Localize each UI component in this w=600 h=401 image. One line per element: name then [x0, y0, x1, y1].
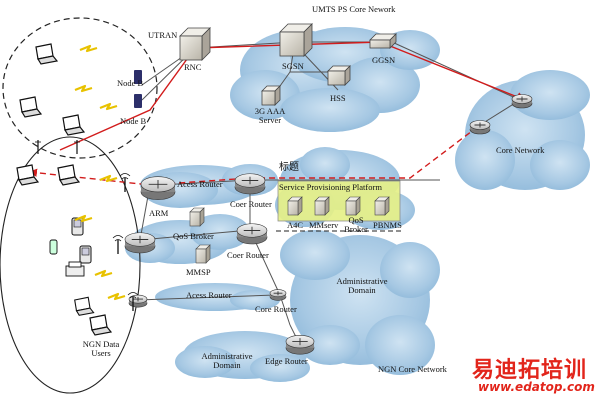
laptop-icon-4: [16, 164, 40, 186]
administrative-domain-label-2: Administrative Domain: [201, 351, 253, 370]
lightning-icon-7: [107, 292, 126, 301]
qos-broker-box-icon: [189, 207, 205, 227]
side-servers: [189, 207, 211, 264]
rnc-box-icon: [179, 27, 211, 61]
red-path-utran: [59, 47, 196, 151]
antenna-icon-3: [127, 292, 139, 311]
ggsn-label: GGSN: [372, 55, 396, 65]
qos-broker-label-1: QoS Broker: [173, 231, 214, 241]
utran-label: UTRAN: [148, 30, 178, 40]
lightning-icon-4: [74, 214, 93, 223]
rnc-label: RNC: [184, 62, 202, 72]
mmserv-server-icon: [314, 196, 330, 216]
router-arm-icon: [140, 176, 176, 200]
pbnms-server-icon: [374, 196, 390, 216]
utran-antenna-icon-2: [74, 140, 80, 154]
a4c-label: A4C: [287, 220, 304, 230]
laptop-icon-1: [35, 43, 59, 65]
aaa-server-label: 3G AAA Server: [254, 106, 286, 125]
router-coer-1-icon: [234, 173, 266, 195]
lightning-icon-1: [79, 44, 98, 53]
router-coer-2-icon: [236, 223, 268, 245]
laptop-icon-6: [89, 314, 113, 336]
title-tag-label: 标题: [279, 162, 299, 173]
coer-router-label-1: Coer Router: [230, 199, 272, 209]
printer-icon: [65, 261, 85, 277]
router-edge-icon: [285, 335, 315, 355]
acess-router-label-1: Acess Router: [177, 179, 223, 189]
core-router-label: Core Router: [255, 304, 297, 314]
phone-icon: [49, 239, 58, 255]
node-b-label-1: Node B: [117, 78, 144, 88]
antenna-icon-1: [119, 173, 131, 192]
sgsn-box-icon: [279, 23, 313, 57]
lightning-icon-6: [94, 269, 113, 278]
router-core-icon: [269, 289, 287, 301]
arm-label: ARM: [149, 208, 169, 218]
ggsn-switch-icon: [369, 33, 397, 49]
qos-broker-server-icon: [345, 196, 361, 216]
laptop-icon-3: [19, 96, 43, 118]
mmsp-box-icon: [195, 244, 211, 264]
node-b-icon: [134, 70, 142, 108]
laptop-icon-7: [74, 296, 95, 316]
utran-antenna-icon-1: [35, 140, 41, 154]
ngn-core-label: NGN Core Network: [378, 364, 447, 374]
user-devices: [16, 43, 113, 336]
ngn-users-label: NGN Data Users: [82, 339, 120, 358]
spp-label: Service Provisioning Platform: [279, 182, 382, 192]
wireless-links: [74, 44, 126, 301]
router-qos-icon: [124, 232, 156, 254]
edge-router-label: Edge Router: [265, 356, 308, 366]
hss-label: HSS: [330, 93, 346, 103]
coer-router-label-2: Coer Router: [227, 250, 269, 260]
qos-broker-label-2: QoS Broker: [344, 215, 368, 234]
lightning-icon-3: [99, 102, 118, 111]
acess-router-label-2: Acess Router: [186, 290, 232, 300]
umts-core-label: UMTS PS Core Nework: [312, 4, 396, 14]
lightning-icon-2: [74, 84, 93, 93]
laptop-icon-5: [57, 164, 81, 186]
mmserv-label: MMserv: [309, 220, 339, 230]
sgsn-label: SGSN: [282, 61, 304, 71]
aaa-server-icon: [261, 85, 281, 106]
watermark-url: www.edatop.com: [478, 380, 595, 394]
cloud-ngn-core: [280, 230, 440, 375]
routers: [124, 94, 533, 355]
laptop-icon-2: [62, 114, 86, 136]
core-network-label: Core Network: [496, 145, 545, 155]
lightning-icon-5: [99, 174, 118, 183]
router-core-network-1-icon: [511, 94, 533, 109]
router-core-network-2-icon: [469, 120, 491, 135]
hss-box-icon: [327, 65, 351, 86]
mmsp-label: MMSP: [186, 267, 211, 277]
node-b-label-2: Node B: [120, 116, 147, 126]
antennas: [35, 140, 139, 311]
pbnms-label: PBNMS: [373, 220, 402, 230]
administrative-domain-label-1: Administrative Domain: [336, 276, 388, 295]
watermark-brand: 易迪拓培训: [472, 358, 588, 383]
pda-icon-2: [79, 245, 92, 264]
a4c-server-icon: [287, 196, 303, 216]
spp-servers: [287, 196, 390, 216]
cloud-admin-domain-bottom: [175, 331, 310, 382]
antenna-icon-2: [112, 235, 124, 254]
